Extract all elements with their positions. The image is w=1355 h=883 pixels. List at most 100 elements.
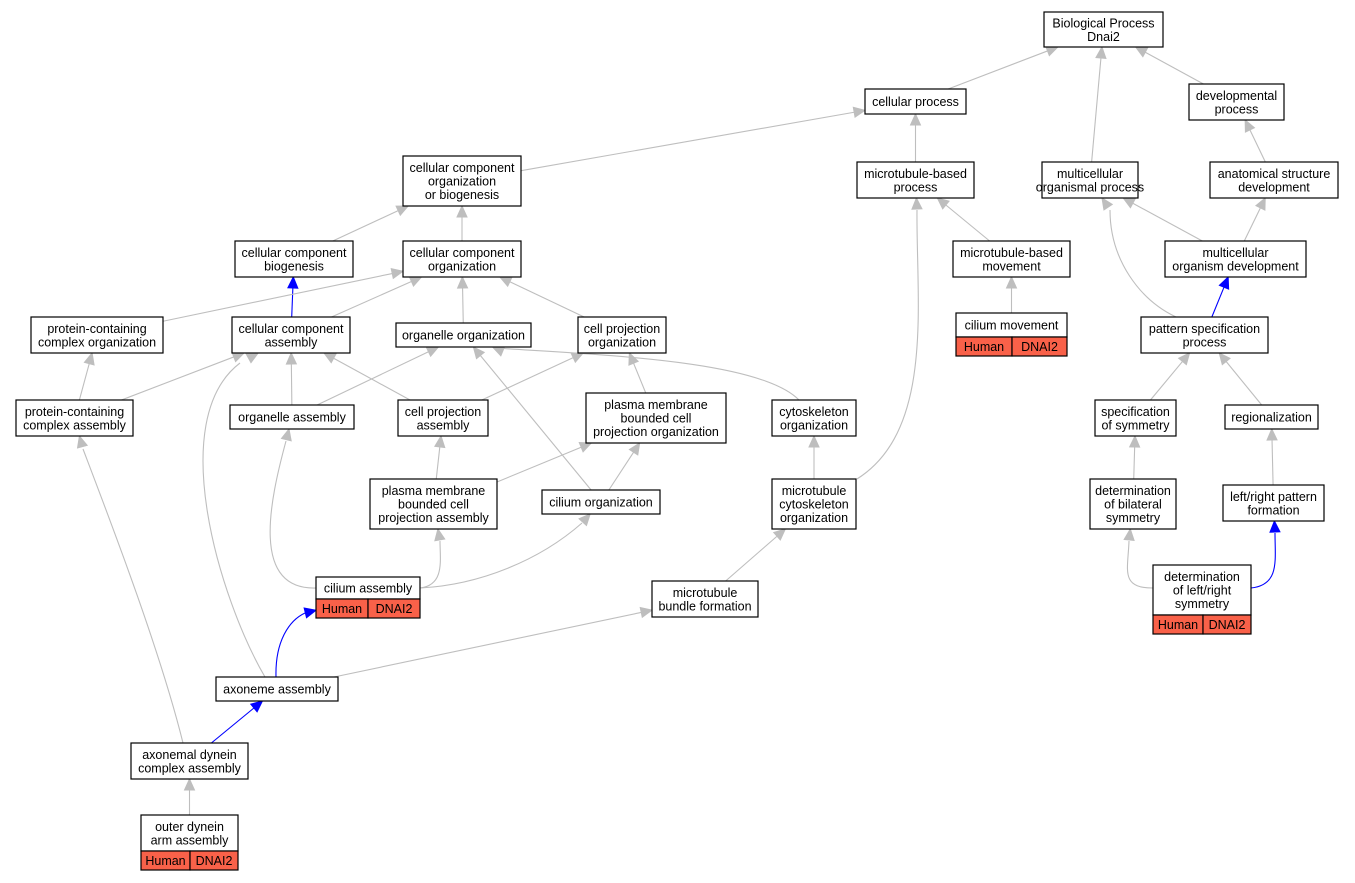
edge-line <box>479 355 592 491</box>
edge-line <box>202 362 266 678</box>
edge-line <box>291 287 294 318</box>
edge-arrowhead <box>1101 196 1114 211</box>
edge-arrowhead <box>1218 275 1230 290</box>
edge-cpo-to-ccorg <box>498 276 585 318</box>
edge-devproc-to-bp <box>1134 46 1204 85</box>
edge-arrowhead <box>628 351 640 366</box>
edge-pmbcpa-to-pmbcpo <box>496 442 593 483</box>
edge-pmbcpa-to-cpa <box>434 434 446 480</box>
node-label-line: cellular component <box>242 246 347 260</box>
node-box <box>215 676 339 702</box>
go-term-node-cilorg[interactable]: cilium organization <box>541 489 661 515</box>
edge-line <box>316 351 429 406</box>
edge-arrowhead <box>231 351 246 363</box>
edge-line <box>947 50 1048 90</box>
edge-line <box>1132 202 1203 242</box>
edge-arrowhead <box>808 434 820 448</box>
go-term-node-region[interactable]: regionalization <box>1224 404 1319 430</box>
go-term-node-orgasm[interactable]: organelle assembly <box>229 404 355 430</box>
go-term-node-orgorg[interactable]: organelle organization <box>395 322 532 348</box>
edge-lrpf-to-region <box>1266 427 1278 486</box>
node-label-line: projection organization <box>593 425 719 439</box>
node-label-line: cilium movement <box>965 319 1059 333</box>
edge-arrowhead <box>245 352 260 364</box>
node-label-line: determination <box>1095 484 1171 498</box>
node-label-line: assembly <box>417 418 471 432</box>
edge-arrowhead <box>1045 45 1059 57</box>
node-box <box>1089 478 1177 530</box>
species-label: Human <box>145 854 185 868</box>
go-term-node-axasm[interactable]: axoneme assembly <box>215 676 339 702</box>
node-label-line: Biological Process <box>1052 16 1154 30</box>
node-box <box>864 88 967 115</box>
node-box <box>771 478 857 530</box>
gene-label: DNAI2 <box>376 602 413 616</box>
node-label-line: organelle assembly <box>238 411 346 425</box>
node-label-line: cell projection <box>584 322 660 336</box>
node-box <box>369 478 498 530</box>
edge-line <box>1249 129 1266 163</box>
node-box <box>402 240 522 278</box>
edge-line <box>725 535 778 582</box>
gene-cell <box>189 850 239 871</box>
node-label-line: complex organization <box>38 335 156 349</box>
edge-arrowhead <box>287 275 299 289</box>
edge-arrowhead <box>491 346 506 357</box>
edge-pcca-to-cca <box>121 351 246 401</box>
edge-mod-to-asd <box>1243 196 1266 242</box>
node-label-line: plasma membrane <box>604 398 708 412</box>
node-label-line: development <box>1238 180 1310 194</box>
edge-line <box>211 707 255 744</box>
go-term-node-cellproc[interactable]: cellular process <box>864 88 967 115</box>
edge-pcco-to-ccorg <box>162 267 405 322</box>
node-label-line: protein-containing <box>25 405 124 419</box>
edge-arrowhead <box>83 351 95 366</box>
node-label-line: anatomical structure <box>1218 167 1331 181</box>
edge-arrowhead <box>1266 427 1278 441</box>
edge-arrowhead <box>76 434 89 449</box>
edge-arrowhead <box>390 267 405 280</box>
node-box <box>140 814 239 852</box>
edge-arrowhead <box>1123 527 1135 542</box>
edge-line <box>1109 209 1177 318</box>
edge-arrowhead <box>578 442 593 453</box>
node-label-line: developmental <box>1196 89 1277 103</box>
edge-axasm-to-cca <box>202 352 266 678</box>
edge-line <box>1211 286 1225 318</box>
node-box <box>402 155 522 207</box>
node-label-line: microtubule-based <box>960 246 1063 260</box>
edge-line <box>1091 57 1102 163</box>
edge-pcca-to-pcco <box>78 351 95 401</box>
edge-cca-to-ccbio <box>287 275 299 318</box>
